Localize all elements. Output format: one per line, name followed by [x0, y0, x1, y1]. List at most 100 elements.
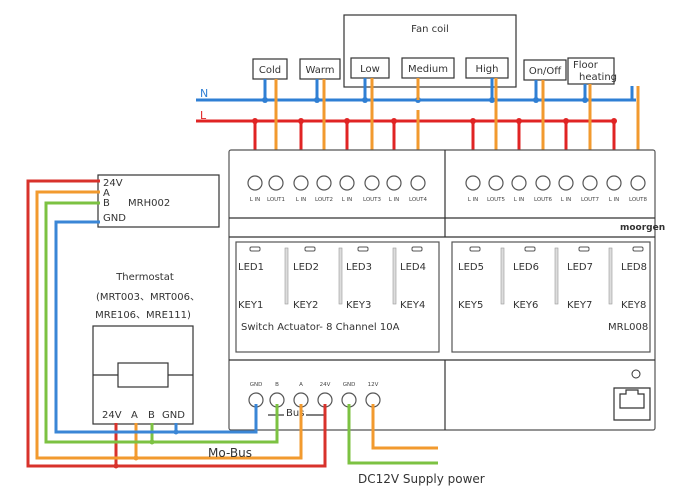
key-button[interactable]: KEY6	[513, 300, 538, 311]
terminal-top: LOUT4	[409, 175, 428, 203]
bus-terminal: GND	[341, 382, 357, 408]
load-boxes: Cold Warm Fan coil Low Medium High On/Of…	[252, 14, 617, 88]
terminal-label: L IN	[609, 197, 620, 203]
led-label: LED5	[458, 262, 484, 273]
terminal-top: LOUT2	[315, 175, 333, 203]
key-button[interactable]: KEY3	[346, 300, 371, 311]
key-button[interactable]: KEY5	[458, 300, 483, 311]
bus-terminals: GND B A 24V GND 12V	[248, 382, 381, 408]
warm-label: Warm	[305, 65, 334, 76]
thermostat-title: Thermostat	[115, 272, 174, 283]
bus-terminal-label: B	[275, 382, 279, 388]
terminal-top: L IN	[247, 175, 263, 203]
terminal-top: LOUT5	[487, 175, 506, 203]
n-label: N	[200, 87, 208, 100]
bus-terminal: GND	[248, 382, 264, 408]
bus-terminal-label: 12V	[368, 382, 379, 388]
model-label: MRL008	[608, 322, 648, 333]
bus-terminal-label: 24V	[320, 382, 331, 388]
terminal-top: LOUT7	[581, 175, 600, 203]
heating-label: heating	[579, 72, 617, 83]
terminal-top: LOUT6	[534, 175, 553, 203]
on-off-box	[523, 59, 567, 81]
terminal-label: LOUT2	[315, 197, 333, 203]
terminal-label: L IN	[296, 197, 307, 203]
terminal-top: L IN	[511, 175, 527, 203]
mo-bus-label: Mo-Bus	[208, 446, 252, 460]
th-24v: 24V	[102, 410, 122, 421]
led-label: LED7	[567, 262, 593, 273]
terminal-top: L IN	[339, 175, 355, 203]
terminal-top: L IN	[293, 175, 309, 203]
terminal-label: LOUT1	[267, 197, 285, 203]
th-gnd: GND	[162, 410, 185, 421]
led-label: LED8	[621, 262, 647, 273]
key-button[interactable]: KEY4	[400, 300, 425, 311]
led-indicator: LED5	[458, 246, 484, 273]
gw-24v: 24V	[103, 178, 123, 189]
terminal-label: LOUT5	[487, 197, 506, 203]
cold-box	[252, 58, 288, 80]
bus-label: Bus	[286, 408, 304, 419]
medium-box	[401, 57, 455, 79]
led-label: LED1	[238, 262, 264, 273]
terminal-label: LOUT8	[629, 197, 648, 203]
led-indicator: LED3	[346, 246, 372, 273]
switch-actuator: moorgen Switch Actuator- 8 Channel 10A M…	[228, 149, 665, 431]
led-indicator: LED1	[238, 246, 264, 273]
led-label: LED2	[293, 262, 319, 273]
warm-box	[299, 58, 341, 80]
terminal-top: LOUT8	[629, 175, 648, 203]
on-off-label: On/Off	[529, 66, 562, 77]
terminal-label: L IN	[468, 197, 479, 203]
brand-label: moorgen	[620, 223, 665, 233]
ethernet-port-icon	[613, 369, 651, 421]
top-terminals: L IN LOUT1 L IN LOUT2 L IN LOUT3 L IN LOUT4 L IN…	[247, 175, 648, 203]
terminal-label: LOUT4	[409, 197, 428, 203]
cold-label: Cold	[259, 65, 281, 76]
led-label: LED3	[346, 262, 372, 273]
terminal-label: L IN	[342, 197, 353, 203]
bus-terminal: 24V	[317, 382, 333, 408]
terminal-label: LOUT6	[534, 197, 553, 203]
led-indicator: LED2	[293, 246, 319, 273]
thermostat-models-1: (MRT003、MRT006、	[96, 292, 200, 303]
th-b: B	[148, 410, 155, 421]
key-button[interactable]: KEY2	[293, 300, 318, 311]
medium-label: Medium	[408, 64, 448, 75]
led-label: LED6	[513, 262, 539, 273]
key-button[interactable]: KEY8	[621, 300, 646, 311]
l-label: L	[200, 109, 207, 122]
low-box	[350, 57, 390, 79]
actuator-label: Switch Actuator- 8 Channel 10A	[241, 322, 400, 333]
bus-terminal-label: GND	[343, 382, 356, 388]
floor-label: Floor	[573, 60, 599, 71]
gateway-module: 24V A B GND MRH002	[97, 174, 220, 228]
bus-terminal: 12V	[365, 382, 381, 408]
terminal-label: LOUT7	[581, 197, 600, 203]
terminal-top: L IN	[558, 175, 574, 203]
terminal-top: L IN	[465, 175, 481, 203]
terminal-top: L IN	[606, 175, 622, 203]
led-label: LED4	[400, 262, 426, 273]
gw-b: B	[103, 198, 110, 209]
key-button[interactable]: KEY1	[238, 300, 263, 311]
bus-terminal-label: A	[299, 382, 303, 388]
key-button[interactable]: KEY7	[567, 300, 592, 311]
gw-a: A	[103, 188, 110, 199]
terminal-label: L IN	[514, 197, 525, 203]
low-label: Low	[360, 64, 380, 75]
neutral-drops	[262, 78, 634, 103]
high-label: High	[476, 64, 499, 75]
terminal-label: L IN	[389, 197, 400, 203]
supply-label: DC12V Supply power	[358, 472, 485, 486]
terminal-top: L IN	[386, 175, 402, 203]
gw-gnd: GND	[103, 213, 126, 224]
led-indicator: LED8	[621, 246, 647, 273]
terminal-label: LOUT3	[363, 197, 382, 203]
led-indicator: LED7	[567, 246, 593, 273]
led-indicator: LED4	[400, 246, 426, 273]
